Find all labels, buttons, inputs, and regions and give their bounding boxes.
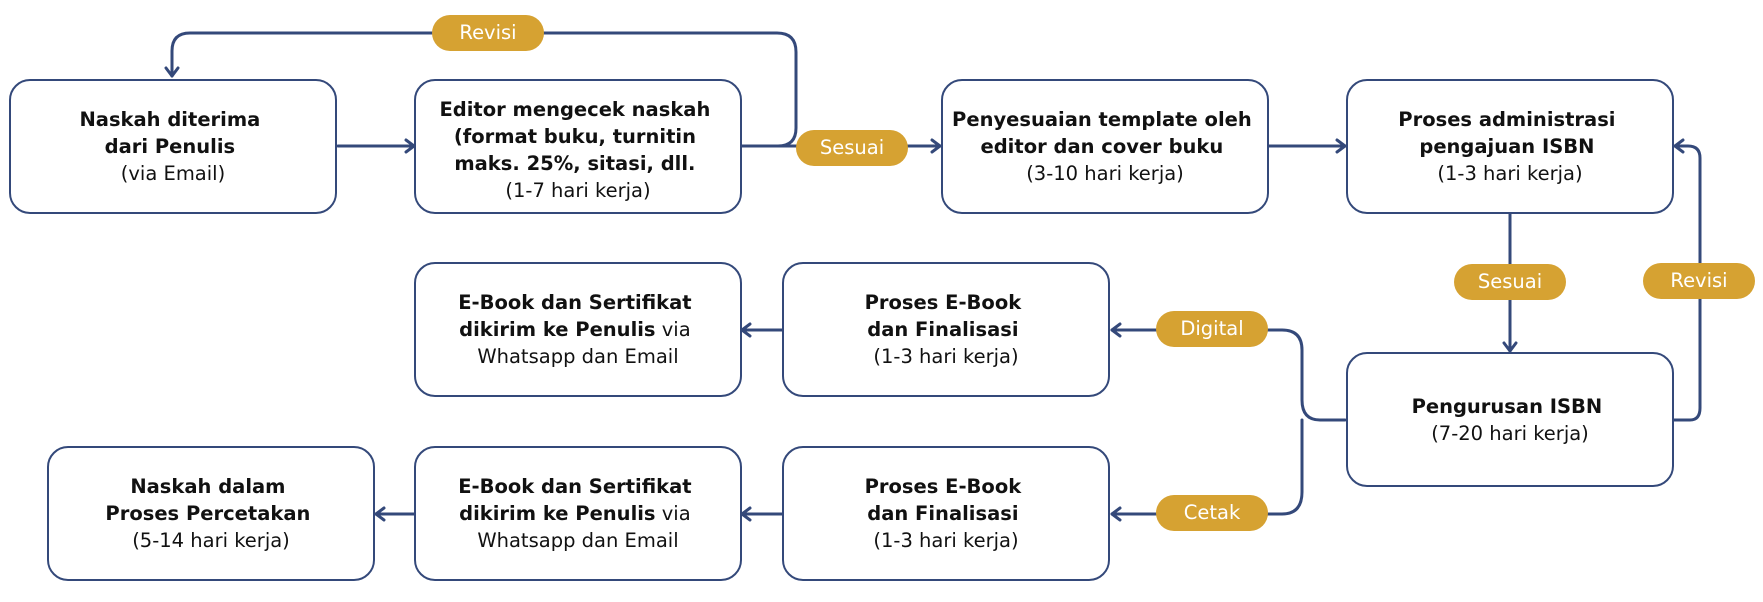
node-title-line: dan Finalisasi: [867, 318, 1018, 341]
arrowhead-revisi-right: [1673, 138, 1685, 154]
svg-text:Proses administrasi peng: Proses administrasi pengajuan ISBN (1-3 …: [1398, 108, 1621, 185]
node-penyesuaian-template: Penyesuaian template oleh editor dan cov…: [941, 79, 1269, 214]
svg-text:E-Book dan Sertifikat di: E-Book dan Sertifikat dikirim ke Penulis…: [458, 475, 698, 552]
label-sesuai-top: Sesuai: [796, 130, 908, 166]
svg-text:Pengurusan ISBN (7-20 ha: Pengurusan ISBN (7-20 hari kerja): [1412, 395, 1609, 445]
node-naskah-diterima: Naskah diterima dari Penulis (via Email): [9, 79, 337, 214]
node-title-line: (format buku, turnitin: [454, 125, 696, 148]
node-title-line: Proses Percetakan: [105, 502, 310, 525]
node-title-line: Editor mengecek naskah: [439, 98, 710, 121]
node-title-line: Proses E-Book: [865, 475, 1023, 498]
node-title-line: dikirim ke Penulis: [459, 318, 655, 341]
node-title-line: Pengurusan ISBN: [1412, 395, 1603, 418]
node-proses-ebook-digital: Proses E-Book dan Finalisasi (1-3 hari k…: [782, 262, 1110, 397]
node-title-line: dan Finalisasi: [867, 502, 1018, 525]
arrowhead-revisi-top: [164, 66, 180, 78]
node-pengurusan-isbn: Pengurusan ISBN (7-20 hari kerja): [1346, 352, 1674, 487]
arrowhead-digital: [1110, 322, 1122, 338]
svg-text:Cetak: Cetak: [1184, 501, 1241, 524]
svg-text:Sesuai: Sesuai: [1478, 270, 1542, 293]
node-proses-ebook-cetak: Proses E-Book dan Finalisasi (1-3 hari k…: [782, 446, 1110, 581]
node-subtitle: (1-3 hari kerja): [1437, 162, 1582, 185]
node-subtitle: (1-3 hari kerja): [873, 345, 1018, 368]
svg-text:E-Book dan Sertifikat di: E-Book dan Sertifikat dikirim ke Penulis…: [458, 291, 698, 368]
label-revisi-top: Revisi: [432, 15, 544, 51]
node-editor-mengecek: Editor mengecek naskah (format buku, tur…: [414, 79, 742, 214]
node-subtitle: (5-14 hari kerja): [132, 529, 290, 552]
node-subtitle: via: [656, 502, 691, 525]
node-title-line: Naskah dalam: [130, 475, 285, 498]
node-title-line: editor dan cover buku: [981, 135, 1224, 158]
label-cetak: Cetak: [1156, 495, 1268, 531]
node-title-line: Proses E-Book: [865, 291, 1023, 314]
svg-text:Penyesuaian template oleh: Penyesuaian template oleh editor dan cov…: [952, 108, 1258, 185]
node-title-line: Proses administrasi: [1398, 108, 1615, 131]
node-ebook-sertifikat-digital: E-Book dan Sertifikat dikirim ke Penulis…: [414, 262, 742, 397]
svg-text:Proses E-Book dan Finali: Proses E-Book dan Finalisasi (1-3 hari k…: [865, 475, 1028, 552]
arrowhead-n2-n3: [930, 138, 942, 154]
connector-cetak: [1110, 418, 1304, 516]
connector-revisi-top: [170, 31, 798, 148]
node-title-line: E-Book dan Sertifikat: [458, 475, 691, 498]
node-title-line: maks. 25%, sitasi, dll.: [454, 152, 695, 175]
arrowhead-cetak: [1110, 506, 1122, 522]
label-digital: Digital: [1156, 311, 1268, 347]
svg-text:Revisi: Revisi: [1670, 269, 1727, 292]
node-subtitle: (1-7 hari kerja): [505, 179, 650, 202]
node-ebook-sertifikat-cetak: E-Book dan Sertifikat dikirim ke Penulis…: [414, 446, 742, 581]
node-subtitle: (7-20 hari kerja): [1431, 422, 1589, 445]
node-subtitle: via: [656, 318, 691, 341]
svg-text:Digital: Digital: [1180, 317, 1243, 340]
arrowhead-n9-n10: [374, 506, 386, 522]
svg-text:Revisi: Revisi: [459, 21, 516, 44]
svg-text:Editor mengecek naskah (: Editor mengecek naskah (format buku, tur…: [439, 98, 716, 202]
node-title-line: dari Penulis: [105, 135, 235, 158]
node-title-line: Naskah diterima: [79, 108, 260, 131]
node-subtitle: Whatsapp dan Email: [477, 529, 678, 552]
connector-digital: [1110, 328, 1347, 422]
arrowhead-n4-n5: [1502, 341, 1518, 353]
node-proses-administrasi: Proses administrasi pengajuan ISBN (1-3 …: [1346, 79, 1674, 214]
node-subtitle: (1-3 hari kerja): [873, 529, 1018, 552]
arrowhead-n3-n4: [1335, 138, 1347, 154]
svg-text:Sesuai: Sesuai: [820, 136, 884, 159]
node-subtitle: Whatsapp dan Email: [477, 345, 678, 368]
node-title-line: dikirim ke Penulis: [459, 502, 655, 525]
node-title-line: E-Book dan Sertifikat: [458, 291, 691, 314]
node-title-line: pengajuan ISBN: [1419, 135, 1594, 158]
node-proses-percetakan: Naskah dalam Proses Percetakan (5-14 har…: [47, 446, 375, 581]
node-title-line: Penyesuaian template oleh: [952, 108, 1252, 131]
svg-text:Naskah dalam Proses Perc: Naskah dalam Proses Percetakan (5-14 har…: [105, 475, 316, 552]
node-subtitle: (3-10 hari kerja): [1026, 162, 1184, 185]
svg-text:Proses E-Book dan Finali: Proses E-Book dan Finalisasi (1-3 hari k…: [865, 291, 1028, 368]
svg-text:Naskah diterima dari Pen: Naskah diterima dari Penulis (via Email): [79, 108, 266, 185]
label-revisi-right: Revisi: [1643, 263, 1755, 299]
node-subtitle: (via Email): [121, 162, 225, 185]
label-sesuai-right: Sesuai: [1454, 264, 1566, 300]
